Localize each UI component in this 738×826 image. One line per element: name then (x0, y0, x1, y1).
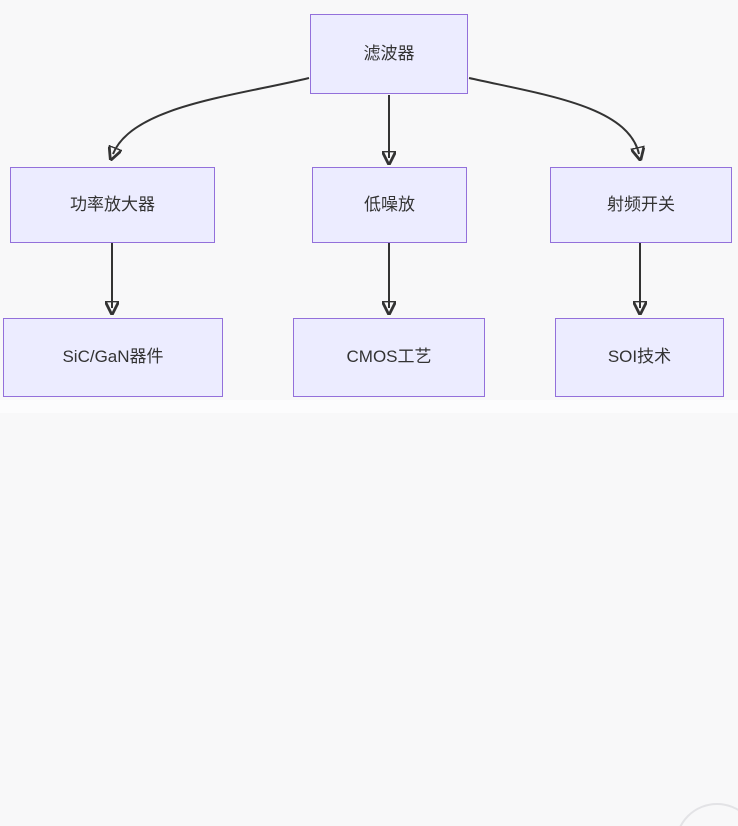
node-filter: 滤波器 (310, 14, 468, 94)
node-rf-switch: 射频开关 (550, 167, 732, 243)
node-lna: 低噪放 (312, 167, 467, 243)
node-lna-label: 低噪放 (364, 194, 415, 214)
flowchart-edges (0, 77, 738, 400)
watermark-arc (675, 803, 738, 826)
node-cmos-process-label: CMOS工艺 (346, 347, 432, 367)
node-power-amplifier-label: 功率放大器 (70, 194, 155, 214)
flowchart-canvas: 滤波器 功率放大器 低噪放 射频开关 SiC/GaN器件 CMOS工艺 SOI技… (0, 0, 738, 400)
node-rf-switch-label: 射频开关 (607, 194, 675, 214)
footer-strip (0, 400, 738, 826)
edge-filter-to-rf-switch (468, 77, 639, 154)
node-soi-technology: SOI技术 (555, 318, 724, 397)
node-power-amplifier: 功率放大器 (10, 167, 215, 243)
node-sic-gan-devices: SiC/GaN器件 (3, 318, 223, 397)
node-filter-label: 滤波器 (363, 43, 415, 63)
node-sic-gan-devices-label: SiC/GaN器件 (62, 347, 164, 367)
node-soi-technology-label: SOI技术 (607, 347, 672, 367)
node-cmos-process: CMOS工艺 (293, 318, 485, 397)
edge-filter-to-power-amplifier (113, 77, 310, 154)
